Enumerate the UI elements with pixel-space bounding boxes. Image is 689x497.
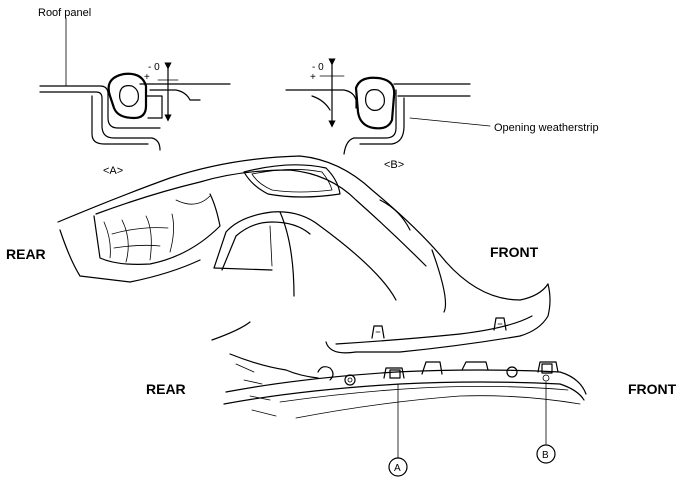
door-frame (213, 211, 397, 301)
front-label-top: FRONT (490, 244, 539, 260)
detail-a-label: <A> (103, 165, 123, 177)
weatherstrip-b (354, 76, 396, 130)
callout-b-circle (536, 444, 556, 464)
weatherstrip-a (107, 72, 148, 120)
front-label-bottom: FRONT (628, 381, 677, 397)
bracket-2 (493, 317, 507, 331)
lower-panel-edge (225, 369, 587, 395)
car-body-side-view (57, 155, 549, 313)
roof-underside-view (211, 283, 587, 477)
bracket-1 (371, 325, 385, 339)
panel-outline-upper (325, 283, 551, 354)
roof-panel-label: Roof panel (38, 7, 91, 19)
rear-window-opening (93, 193, 221, 265)
roof-panel-inner (39, 91, 161, 151)
roof-panel-sheet (39, 85, 161, 129)
callout-a-circle (388, 457, 408, 477)
detail-b-section (285, 58, 491, 155)
detail-a-section (39, 17, 231, 151)
clip-row (317, 361, 559, 386)
rear-label-top: REAR (6, 246, 46, 262)
rear-label-bottom: REAR (146, 381, 186, 397)
tolerance-plus-b: + (310, 72, 316, 83)
opening-weatherstrip-label: Opening weatherstrip (494, 122, 599, 134)
sunroof (243, 164, 341, 198)
tolerance-minus-zero-b: - 0 (312, 62, 324, 73)
tolerance-plus-a: + (144, 72, 150, 83)
tolerance-minus-zero-a: - 0 (148, 62, 160, 73)
callout-a-text: A (394, 463, 401, 474)
callout-b-text: B (542, 450, 549, 461)
detail-b-label: <B> (384, 159, 404, 171)
opening-weatherstrip-leader (409, 117, 491, 127)
opening-flange (343, 89, 397, 155)
